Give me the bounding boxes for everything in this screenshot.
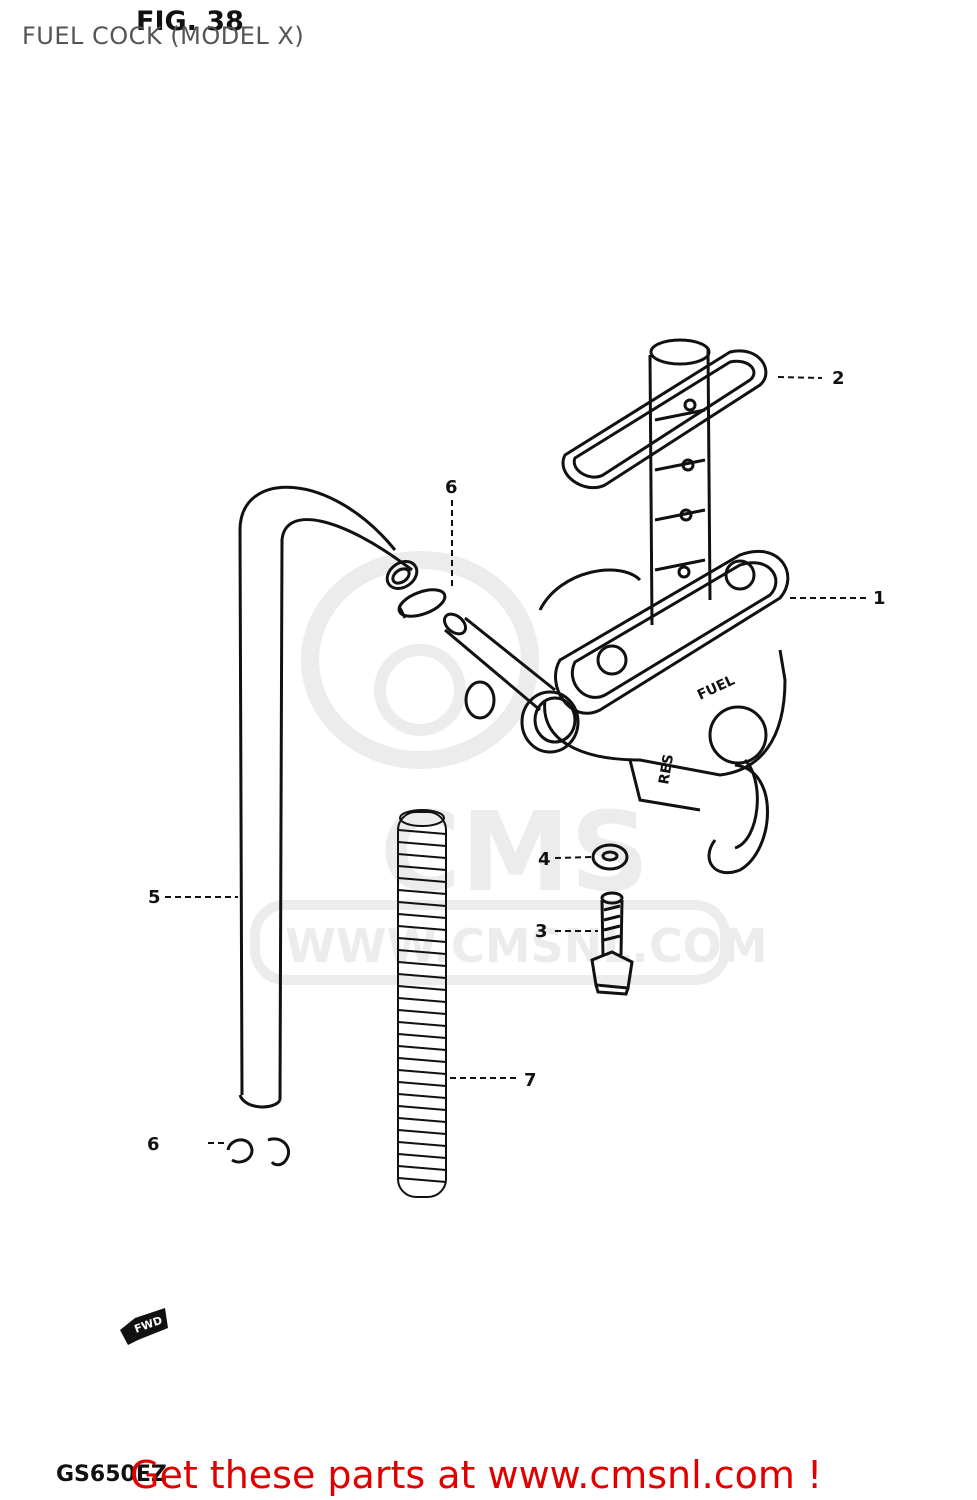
callout-leaders	[165, 376, 866, 1144]
callout-3: 3	[535, 921, 548, 942]
callout-6-top: 6	[445, 477, 458, 498]
res-label: RES	[656, 753, 677, 786]
callout-1: 1	[873, 588, 886, 609]
part-2-gasket	[561, 349, 768, 490]
callout-6-bottom: 6	[147, 1134, 160, 1155]
callout-2: 2	[832, 368, 845, 389]
part-4-washer	[591, 843, 629, 871]
figure-number: FIG. 38	[136, 6, 244, 37]
part-6-clamp-bottom	[226, 1137, 291, 1167]
callout-4: 4	[538, 849, 551, 870]
model-code: GS650EZ	[56, 1462, 167, 1487]
forward-arrow-icon: FWD	[120, 1308, 168, 1345]
watermark-url: WWW.CMSNL.COM	[285, 919, 768, 973]
part-1-fuel-cock: FUEL RES	[442, 338, 790, 875]
callout-7: 7	[524, 1070, 537, 1091]
fuel-label: FUEL	[695, 672, 738, 703]
part-7-corrugated-hose	[397, 809, 447, 1198]
part-6-clamp-top	[397, 588, 447, 619]
parts-link-banner[interactable]: Get these parts at www.cmsnl.com !	[130, 1453, 823, 1497]
part-3-screw	[590, 891, 634, 996]
page-title: FUEL COCK (MODEL X)	[22, 22, 305, 50]
callout-5: 5	[148, 887, 161, 908]
part-5-fuel-hose	[238, 485, 419, 1109]
